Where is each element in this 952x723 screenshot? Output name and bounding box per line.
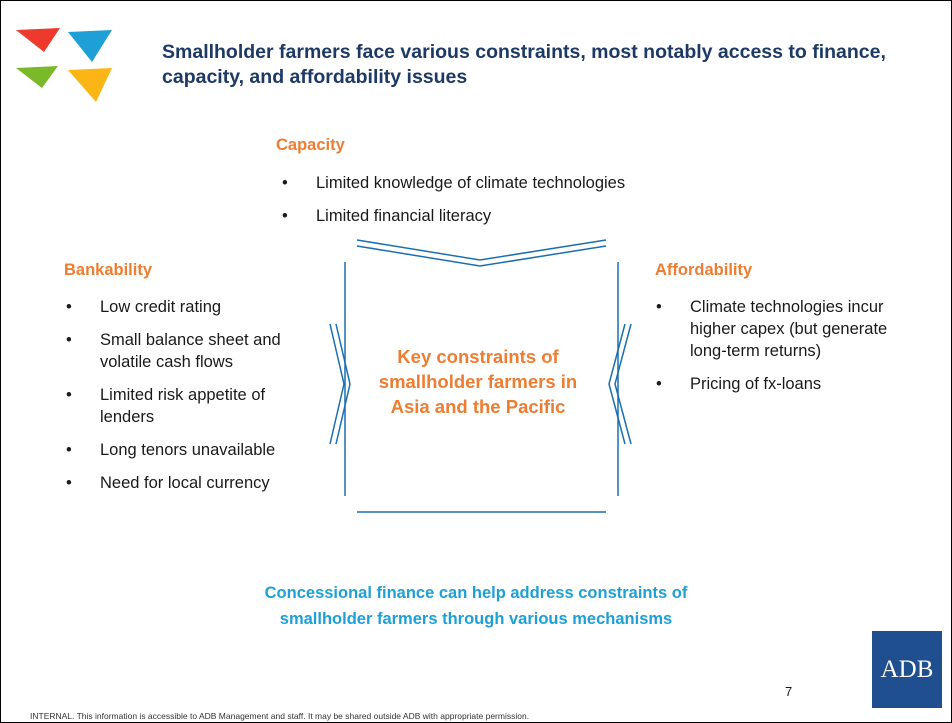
conclusion-text: Concessional finance can help address co… xyxy=(264,584,688,628)
list-item: Limited risk appetite of lenders xyxy=(66,384,316,428)
capacity-list: Limited knowledge of climate technologie… xyxy=(282,172,722,238)
list-item: Pricing of fx-loans xyxy=(656,373,896,395)
page-number: 7 xyxy=(785,684,793,699)
slide-title: Smallholder farmers face various constra… xyxy=(162,41,886,88)
list-item: Long tenors unavailable xyxy=(66,439,316,461)
footer-disclaimer: INTERNAL. This information is accessible… xyxy=(30,711,530,721)
list-item: Limited knowledge of climate technologie… xyxy=(282,172,722,194)
list-item: Limited financial literacy xyxy=(282,205,722,227)
adb-arrows-logo-icon xyxy=(16,28,112,102)
center-label: Key constraints of smallholder farmers i… xyxy=(378,346,578,417)
list-item: Low credit rating xyxy=(66,296,316,318)
list-item: Small balance sheet and volatile cash fl… xyxy=(66,329,316,373)
list-item: Climate technologies incur higher capex … xyxy=(656,296,896,362)
list-item: Need for local currency xyxy=(66,472,316,494)
affordability-list: Climate technologies incur higher capex … xyxy=(656,296,896,406)
bankability-heading: Bankability xyxy=(64,261,153,279)
affordability-heading: Affordability xyxy=(655,261,753,279)
capacity-heading: Capacity xyxy=(276,136,345,154)
bankability-list: Low credit rating Small balance sheet an… xyxy=(66,296,316,505)
adb-logo: ADB xyxy=(872,631,942,708)
